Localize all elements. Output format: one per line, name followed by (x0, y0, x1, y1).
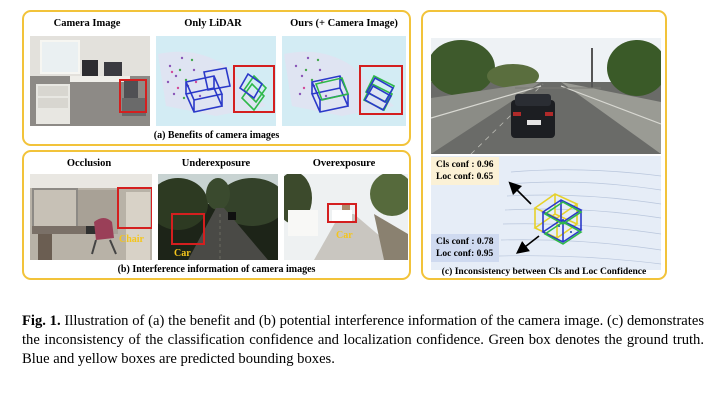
underexposure-image: Car (158, 174, 278, 260)
figure-caption-text: Illustration of (a) the benefit and (b) … (22, 313, 704, 367)
label-chair: Chair (119, 234, 145, 245)
panel-b-header-occlusion: Occlusion (66, 158, 112, 169)
road-image (431, 38, 661, 154)
panel-b: Occlusion Underexposure Overexposure Cha… (22, 150, 411, 280)
panel-a-header-camera: Camera Image (53, 18, 121, 29)
figure-label: Fig. 1. (22, 313, 61, 329)
camera-image-office (30, 36, 150, 126)
panel-a-header-ours: Ours (+ Camera Image) (290, 18, 398, 29)
lidar-only-pointcloud (156, 36, 276, 126)
occlusion-image: Chair (30, 174, 152, 260)
cls-conf-top: Cls conf : 0.96 (436, 160, 494, 170)
loc-conf-bottom: Loc conf: 0.95 (436, 249, 494, 259)
cls-conf-bottom: Cls conf : 0.78 (436, 237, 494, 247)
loc-conf-top: Loc conf: 0.65 (436, 172, 494, 182)
panel-a-header-lidar: Only LiDAR (184, 18, 242, 29)
label-car-underexposure: Car (174, 248, 191, 259)
panel-a: Camera Image Only LiDAR Ours (+ Camera I… (22, 10, 411, 146)
overexposure-image: Car (284, 174, 408, 260)
panel-b-header-underexposure: Underexposure (181, 158, 251, 169)
ours-pointcloud (282, 36, 406, 126)
panel-c: Cls conf : 0.96 Loc conf: 0.65 Cls conf … (421, 10, 667, 280)
figure-caption: Fig. 1. Illustration of (a) the benefit … (22, 312, 704, 369)
confidence-box-bottom: Cls conf : 0.78 Loc conf: 0.95 (431, 234, 499, 262)
panel-a-caption: (a) Benefits of camera images (153, 130, 280, 141)
confidence-box-top: Cls conf : 0.96 Loc conf: 0.65 (431, 157, 499, 185)
panel-b-header-overexposure: Overexposure (312, 158, 376, 169)
panel-b-caption: (b) Interference information of camera i… (117, 264, 316, 275)
label-car-overexposure: Car (336, 230, 353, 241)
panel-c-caption: (c) Inconsistency between Cls and Loc Co… (441, 266, 647, 277)
